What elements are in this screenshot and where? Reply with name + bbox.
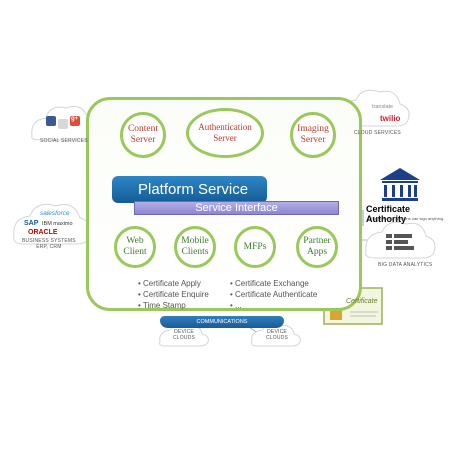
bullet-item: Certificate Enquire bbox=[138, 289, 209, 300]
partner-apps[interactable]: Partner Apps bbox=[296, 226, 338, 268]
business-systems-label: BUSINESS SYSTEMS ERP, CRM bbox=[22, 238, 76, 250]
salesforce-logo: salesforce bbox=[40, 210, 70, 217]
certificate-authority-title: Certificate Authority bbox=[366, 204, 411, 224]
web-client[interactable]: Web Client bbox=[114, 226, 156, 268]
web-client-line1: Web bbox=[126, 236, 144, 246]
business-systems-line1: BUSINESS SYSTEMS bbox=[22, 238, 76, 244]
bullet-item: Certificate Apply bbox=[138, 278, 209, 289]
device-clouds-right: DEVICE CLOUDS bbox=[266, 329, 288, 341]
device-clouds-left-line2: CLOUDS bbox=[173, 335, 196, 341]
content-server-line1: Content bbox=[127, 124, 159, 134]
device-clouds-right-line1: DEVICE bbox=[267, 329, 287, 335]
ibm-maximo-logo: IBM maximo bbox=[42, 221, 73, 227]
bullet-item: Certificate Exchange bbox=[230, 278, 317, 289]
business-systems-line2: ERP, CRM bbox=[36, 244, 62, 250]
certificate-authority-subtitle: The Open CA | Anyone can sign anything. bbox=[370, 216, 445, 221]
cloud-device-left bbox=[159, 324, 209, 347]
sap-logo: SAP bbox=[24, 220, 39, 227]
service-interface: Service Interface bbox=[134, 201, 339, 215]
cloud-device-right bbox=[251, 324, 301, 347]
content-server-line2: Server bbox=[130, 135, 156, 145]
social-services-label: SOCIAL SERVICES bbox=[40, 138, 88, 144]
imaging-server[interactable]: Imaging Server bbox=[290, 112, 336, 158]
social-logos bbox=[46, 116, 80, 129]
cloud-services-label: CLOUD SERVICES bbox=[354, 130, 401, 136]
cloud-business bbox=[13, 203, 92, 245]
partner-apps-line2: Apps bbox=[306, 247, 328, 257]
imaging-server-line2: Server bbox=[300, 135, 326, 145]
bullet-item: Time Stamp bbox=[138, 300, 209, 311]
twilio-logo: twilio bbox=[380, 114, 401, 123]
imaging-server-line1: Imaging bbox=[297, 124, 329, 134]
authentication-server-line1: Authentication bbox=[198, 122, 252, 132]
certificate-authority-icon bbox=[380, 168, 420, 201]
bullet-list-left: Certificate Apply Certificate Enquire Ti… bbox=[138, 278, 209, 311]
device-clouds-right-line2: CLOUDS bbox=[266, 335, 289, 341]
mfps[interactable]: MFPs bbox=[234, 226, 276, 268]
oracle-logo: ORACLE bbox=[28, 229, 58, 236]
bullet-list-right: Certificate Exchange Certificate Authent… bbox=[230, 278, 317, 311]
certificate-label: Certificate bbox=[346, 298, 378, 305]
mobile-clients[interactable]: Mobile Clients bbox=[174, 226, 216, 268]
device-clouds-left-line1: DEVICE bbox=[174, 329, 194, 335]
analytics-icon bbox=[386, 234, 414, 250]
google-plus-logo: g+ bbox=[71, 116, 79, 122]
mobile-clients-line1: Mobile bbox=[181, 236, 209, 246]
authentication-server-line2: Server bbox=[213, 133, 237, 143]
communications-bar: COMMUNICATIONS bbox=[160, 316, 284, 328]
translate-logo: translate bbox=[372, 104, 394, 110]
platform-service: Platform Service bbox=[112, 176, 267, 203]
bullet-item: Certificate Authenticate bbox=[230, 289, 317, 300]
big-data-label: BIG DATA ANALYTICS bbox=[378, 262, 433, 268]
bullet-item: ... bbox=[230, 300, 317, 311]
device-clouds-left: DEVICE CLOUDS bbox=[173, 329, 195, 341]
content-server[interactable]: Content Server bbox=[120, 112, 166, 158]
authentication-server[interactable]: Authentication Server bbox=[186, 108, 264, 158]
mfps-line1: MFPs bbox=[243, 241, 267, 252]
partner-apps-line1: Partner bbox=[303, 236, 331, 246]
secure-label: SECURE bbox=[330, 292, 351, 298]
mobile-clients-line2: Clients bbox=[181, 247, 209, 257]
web-client-line2: Client bbox=[123, 247, 147, 257]
